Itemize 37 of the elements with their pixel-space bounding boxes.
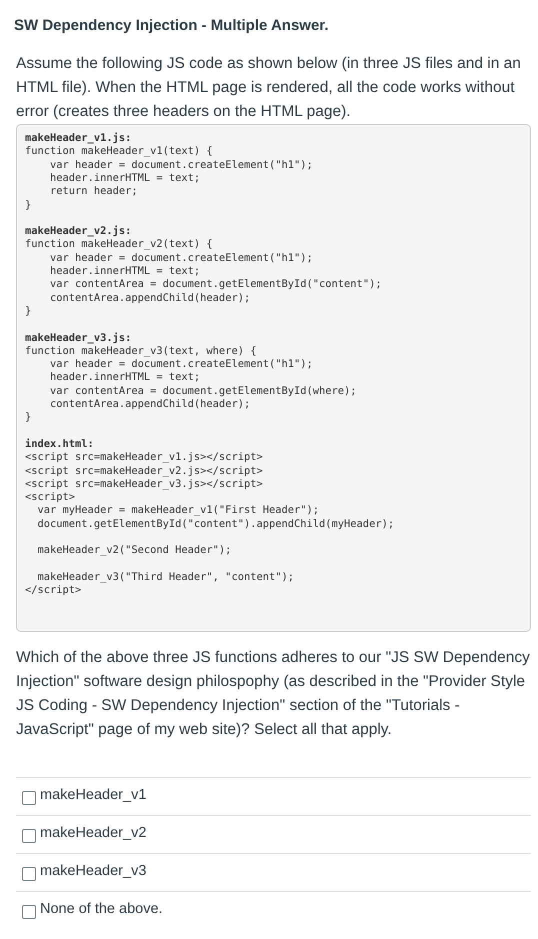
code-line: function makeHeader_v2(text) { bbox=[25, 238, 213, 250]
code-line: var myHeader = makeHeader_v1("First Header"); bbox=[38, 504, 320, 516]
code-line: var header = document.createElement("h1"); bbox=[50, 358, 313, 370]
code-line: index.html: bbox=[25, 438, 94, 450]
code-line: <script src=makeHeader_v3.js></script> bbox=[25, 478, 263, 490]
question-text: Which of the above three JS functions adheres to our "JS SW Dependency Injection" software design philospophy (as described in the "Provider Style JS Coding - SW Dependency Injection" section of the "Tutorials - JavaScript" page of my web site)? Select all that apply. bbox=[16, 648, 531, 740]
code-line: <script src=makeHeader_v2.js></script> bbox=[25, 464, 263, 476]
code-line: header.innerHTML = text; bbox=[50, 265, 200, 277]
code-line: makeHeader_v3.js: bbox=[25, 332, 132, 344]
code-line: return header; bbox=[50, 185, 138, 198]
answer-option: makeHeader_v3 bbox=[40, 863, 146, 879]
code-line: <script src=makeHeader_v1.js></script> bbox=[25, 451, 263, 464]
code-line: contentArea.appendChild(header); bbox=[50, 292, 250, 304]
code-line: makeHeader_v2("Second Header"); bbox=[38, 544, 232, 556]
code-line: makeHeader_v1.js: bbox=[25, 132, 132, 144]
code-line: makeHeader_v3("Third Header", "content"); bbox=[38, 570, 294, 583]
code-line: contentArea.appendChild(header); bbox=[50, 398, 250, 410]
code-line: <script> bbox=[25, 491, 76, 504]
code-line: var header = document.createElement("h1"); bbox=[50, 252, 313, 264]
code-line: header.innerHTML = text; bbox=[50, 172, 200, 184]
code-line: var contentArea = document.getElementById("content"); bbox=[50, 278, 382, 290]
question-title: SW Dependency Injection - Multiple Answer. bbox=[14, 17, 328, 34]
code-line: header.innerHTML = text; bbox=[50, 371, 200, 384]
code-line: function makeHeader_v3(text, where) { bbox=[25, 344, 256, 357]
answer-option: makeHeader_v2 bbox=[40, 825, 146, 841]
question-text: Assume the following JS code as shown below (in three JS files and in an HTML file). When the HTML page is rendered, all the code works without error (creates three headers on the HTML page). bbox=[16, 54, 522, 122]
answer-option: makeHeader_v1 bbox=[40, 787, 146, 803]
code-line: var header = document.createElement("h1"); bbox=[50, 158, 313, 171]
code-line: </script> bbox=[25, 584, 82, 596]
code-line: document.getElementById("content").appendChild(myHeader); bbox=[38, 518, 394, 530]
code-line: } bbox=[25, 304, 32, 317]
code-line: } bbox=[25, 198, 32, 210]
answer-option: None of the above. bbox=[40, 901, 163, 917]
code-line: makeHeader_v2.js: bbox=[25, 225, 132, 238]
code-line: var contentArea = document.getElementById(where); bbox=[50, 384, 357, 397]
code-line: function makeHeader_v1(text) { bbox=[25, 145, 213, 158]
code-line: } bbox=[25, 411, 32, 424]
